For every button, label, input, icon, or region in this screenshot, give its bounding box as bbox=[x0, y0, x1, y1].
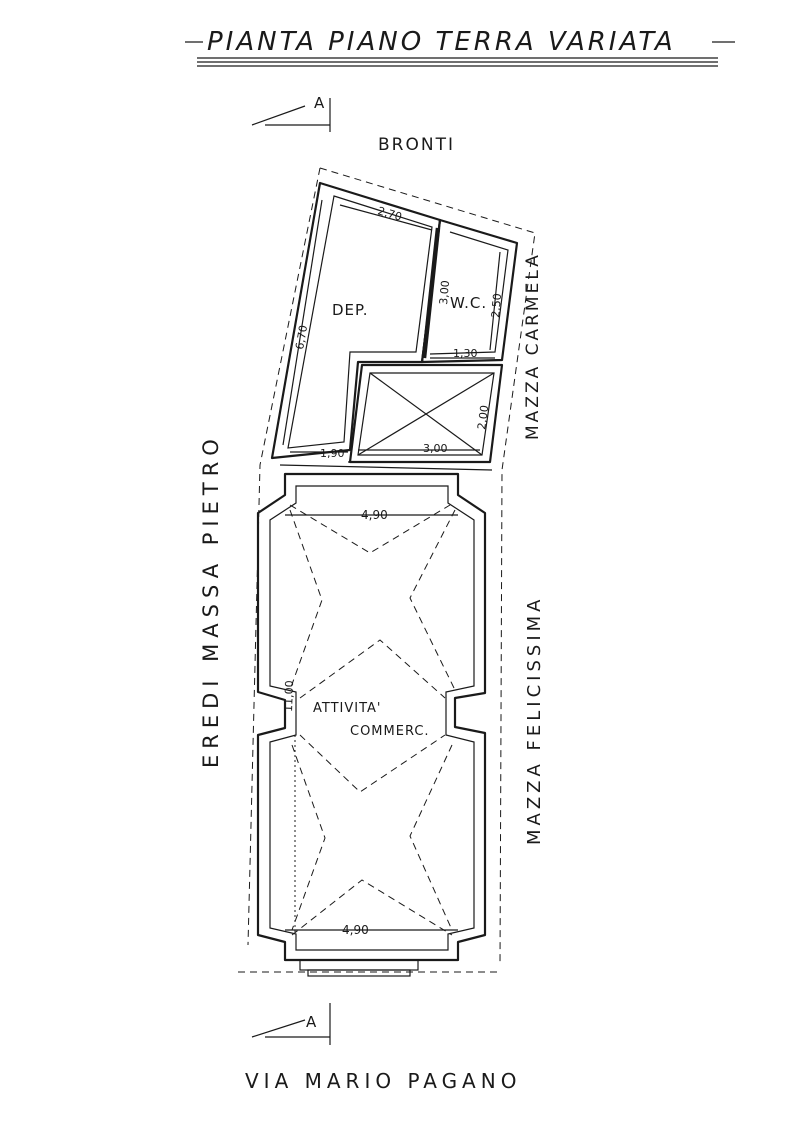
dim-wc-length: 3,00 bbox=[437, 280, 452, 306]
neighbor-east-lower: MAZZA FELICISSIMA bbox=[524, 596, 545, 846]
neighbor-north: BRONTI bbox=[378, 135, 455, 155]
dimension-annotations: 2,70 6,70 3,00 2,50 1,30 2,00 1,90 3,00 … bbox=[282, 199, 504, 937]
dim-dep-width: 2,70 bbox=[376, 204, 403, 223]
dim-shop-top-width: 4,90 bbox=[361, 508, 388, 522]
section-label-top: A bbox=[314, 94, 325, 112]
stair-void bbox=[279, 363, 504, 471]
dim-stair-width: 3,00 bbox=[423, 442, 448, 455]
dim-shop-bottom-width: 4,90 bbox=[342, 923, 369, 937]
dim-wc-inner: 2,50 bbox=[489, 293, 504, 319]
property-boundary bbox=[238, 167, 536, 973]
room-label-shop-line1: ATTIVITA' bbox=[313, 701, 382, 716]
section-marker-bottom: A bbox=[251, 1003, 331, 1045]
wc-room bbox=[420, 218, 519, 364]
street-name: VIA MARIO PAGANO bbox=[245, 1069, 521, 1093]
commercial-space bbox=[256, 472, 487, 977]
dim-wc-width: 1,30 bbox=[453, 347, 478, 360]
dim-dep-length: 6,70 bbox=[293, 324, 310, 350]
dim-shop-length: 11,00 bbox=[282, 680, 296, 712]
neighbor-east-upper: MAZZA CARMELA bbox=[523, 252, 543, 440]
section-label-bottom: A bbox=[306, 1013, 317, 1031]
room-label-shop-line2: COMMERC. bbox=[350, 724, 430, 739]
dim-dep-bottom: 1,90 bbox=[320, 447, 345, 460]
section-marker-top: A bbox=[251, 94, 331, 132]
plan-title: PIANTA PIANO TERRA VARIATA bbox=[207, 27, 676, 57]
dim-stair-depth: 2,00 bbox=[475, 404, 491, 430]
title-block: PIANTA PIANO TERRA VARIATA bbox=[185, 27, 735, 67]
neighbor-west: EREDI MASSA PIETRO bbox=[199, 433, 223, 768]
room-label-wc: W.C. bbox=[450, 294, 487, 312]
room-label-deposit: DEP. bbox=[332, 301, 369, 319]
